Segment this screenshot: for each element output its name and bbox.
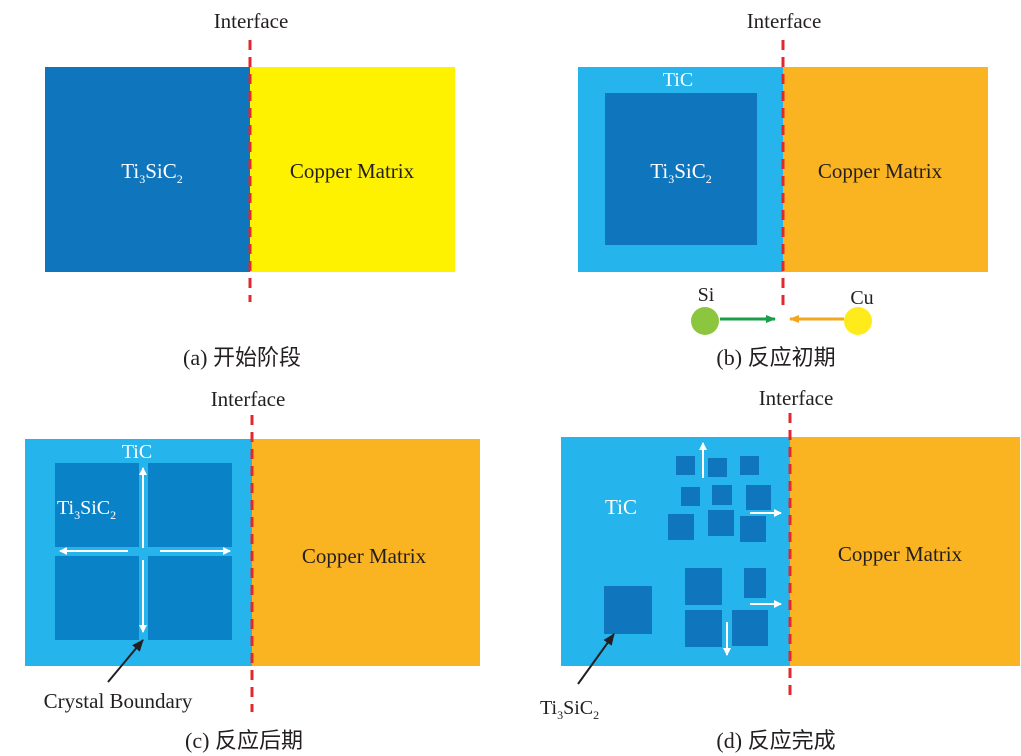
ti3sic2-pointer	[577, 633, 615, 685]
ti3sic2-label: Ti3SiC2	[57, 497, 116, 522]
panel-d: Interface TiC Copper Matrix Ti3SiC2 (d) …	[540, 386, 1020, 753]
ti3sic2-fragment	[676, 456, 695, 475]
ti3sic2-label: Ti3SiC2	[650, 159, 711, 186]
caption-b: (b) 反应初期	[716, 345, 835, 370]
ti3sic2-fragment	[708, 458, 727, 477]
copper-matrix-label: Copper Matrix	[290, 159, 415, 183]
ti3sic2-fragment	[744, 568, 766, 598]
si-label: Si	[698, 284, 715, 306]
tic-label: TiC	[122, 441, 152, 463]
panel-c: Interface TiC Ti3SiC2 Copper Matrix Crys…	[25, 387, 480, 753]
tic-label: TiC	[605, 495, 637, 519]
interface-label: Interface	[759, 386, 834, 410]
ti3sic2-fragment	[668, 514, 694, 540]
ti3sic2-grain	[148, 463, 232, 547]
caption-d: (d) 反应完成	[716, 728, 835, 753]
interface-label: Interface	[211, 387, 286, 411]
caption-a: (a) 开始阶段	[183, 345, 301, 370]
ti3sic2-residual-grain	[604, 586, 652, 634]
ti3sic2-fragment	[740, 456, 759, 475]
tic-label: TiC	[663, 69, 693, 91]
copper-matrix-label: Copper Matrix	[302, 544, 427, 568]
ti3sic2-fragment	[681, 487, 700, 506]
cu-atom	[844, 307, 872, 335]
ti3sic2-fragment	[685, 568, 722, 605]
ti3sic2-fragment	[732, 610, 768, 646]
ti3sic2-fragment	[746, 485, 771, 510]
copper-matrix-block	[783, 67, 988, 272]
ti3sic2-block	[45, 67, 250, 272]
copper-matrix-label: Copper Matrix	[818, 159, 943, 183]
ti3sic2-fragment	[712, 485, 732, 505]
ti3sic2-core	[605, 93, 757, 245]
caption-c: (c) 反应后期	[185, 728, 303, 753]
copper-matrix-label: Copper Matrix	[838, 542, 963, 566]
panel-a: Interface Ti3SiC2 Copper Matrix (a) 开始阶段	[45, 9, 455, 370]
ti3sic2-fragment	[708, 510, 734, 536]
copper-matrix-block	[252, 439, 480, 666]
interface-label: Interface	[214, 9, 289, 33]
si-atom	[691, 307, 719, 335]
copper-matrix-block	[790, 437, 1020, 666]
crystal-boundary-label: Crystal Boundary	[44, 689, 193, 713]
ti3sic2-grain	[55, 463, 139, 547]
copper-matrix-block	[250, 67, 455, 272]
ti3sic2-fragment	[685, 610, 722, 647]
ti3sic2-grain	[148, 556, 232, 640]
panel-b: Interface TiC Ti3SiC2 Copper Matrix Si C…	[578, 9, 988, 370]
ti3sic2-label: Ti3SiC2	[540, 697, 599, 722]
ti3sic2-label: Ti3SiC2	[121, 159, 182, 186]
ti3sic2-fragment	[740, 516, 766, 542]
cu-label: Cu	[850, 287, 873, 309]
interface-label: Interface	[747, 9, 822, 33]
crystal-boundary-pointer	[107, 639, 144, 683]
ti3sic2-grain	[55, 556, 139, 640]
